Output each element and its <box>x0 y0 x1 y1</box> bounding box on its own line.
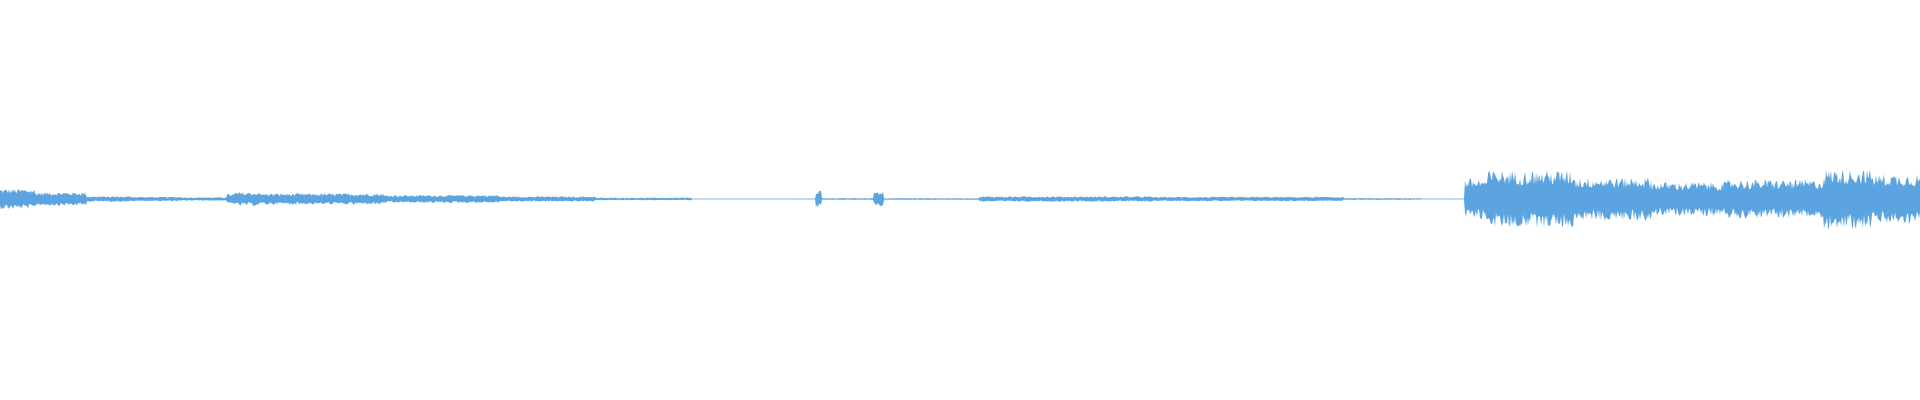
waveform-canvas[interactable] <box>0 0 1920 400</box>
audio-waveform[interactable] <box>0 0 1920 400</box>
